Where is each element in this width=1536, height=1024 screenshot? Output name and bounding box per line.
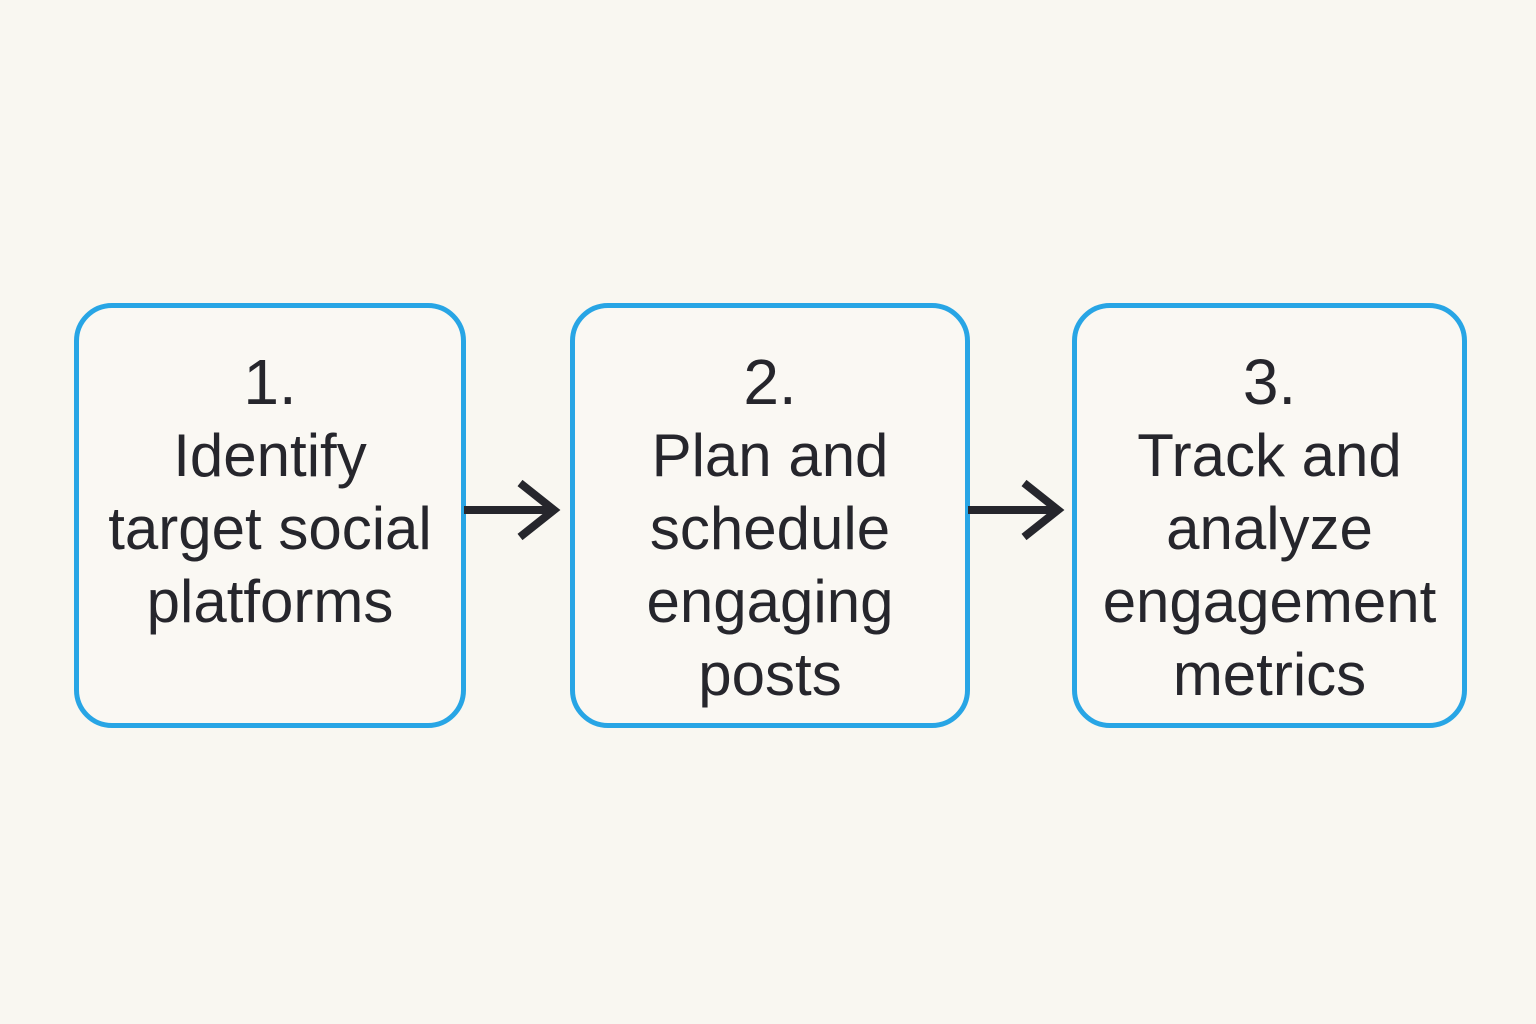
step-1-label-line-3: platforms [146, 568, 394, 635]
step-2-label-line-1: Plan and [651, 422, 889, 489]
step-3-label-line-4: metrics [1172, 641, 1367, 708]
step-3-label-line-2: analyze [1166, 495, 1373, 562]
step-3-label-line-3: engagement [1102, 568, 1437, 635]
step-1-label-line-1: Identify [173, 422, 367, 489]
step-2-label-line-2: schedule [649, 495, 891, 562]
step-box-3: 3. Track and analyze engagement metrics [1072, 303, 1467, 728]
step-2-number: 2. [743, 346, 797, 418]
step-box-1: 1. Identify target social platforms [74, 303, 466, 728]
step-1-number: 1. [243, 346, 297, 418]
step-box-2: 2. Plan and schedule engaging posts [570, 303, 970, 728]
step-1-label-line-2: target social [108, 495, 432, 562]
arrow-right-icon [464, 479, 561, 541]
step-2-label-line-4: posts [698, 641, 842, 708]
step-2-label-line-3: engaging [646, 568, 894, 635]
step-3-number: 3. [1242, 346, 1297, 418]
step-3-label-line-1: Track and [1137, 422, 1402, 489]
arrow-right-icon [968, 479, 1065, 541]
